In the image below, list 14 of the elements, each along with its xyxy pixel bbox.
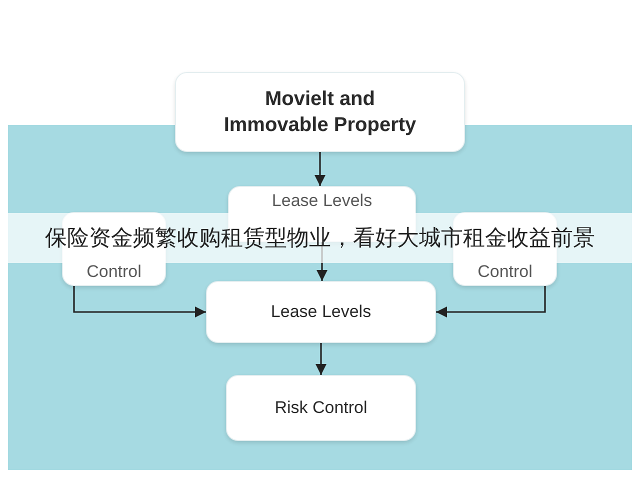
box-label: Lease Levels bbox=[272, 190, 372, 212]
process-box bbox=[226, 375, 416, 441]
arrow bbox=[436, 286, 546, 318]
process-box bbox=[206, 281, 436, 343]
banner-caption: 保险资金频繁收购租赁型物业，看好大城市租金收益前景 bbox=[45, 225, 595, 253]
box-label: Risk Control bbox=[274, 396, 368, 419]
arrow bbox=[315, 343, 327, 375]
box-label: Control bbox=[478, 260, 532, 283]
box-label: Lease Levels bbox=[270, 300, 372, 323]
arrow bbox=[314, 152, 326, 186]
box-label: Movielt and Immovable Property bbox=[222, 87, 418, 138]
process-box bbox=[175, 72, 465, 152]
arrow bbox=[73, 286, 206, 318]
box-label: Control bbox=[86, 260, 142, 283]
